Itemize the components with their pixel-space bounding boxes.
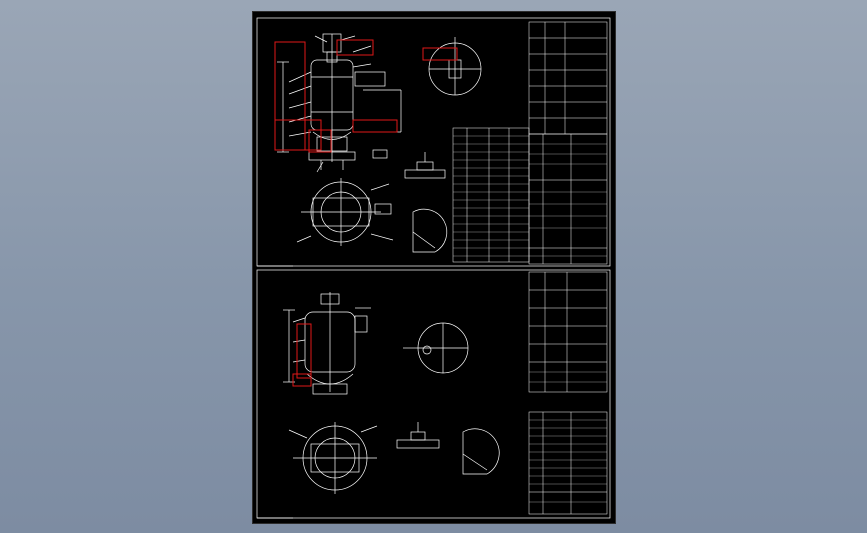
lower-highlight-regions bbox=[292, 323, 312, 387]
upper-detail-flange bbox=[404, 152, 446, 179]
upper-drawing-frame bbox=[256, 17, 611, 267]
upper-bottom-plan-view bbox=[296, 178, 394, 246]
upper-highlight-regions bbox=[274, 39, 398, 153]
lower-vessel-elevation bbox=[283, 292, 371, 395]
upper-plan-highlight bbox=[422, 47, 458, 61]
lower-detail-flange bbox=[396, 422, 440, 449]
upper-detail-section bbox=[412, 208, 448, 253]
upper-nozzle-plan-view bbox=[428, 37, 482, 96]
lower-title-block bbox=[528, 271, 608, 515]
lower-bottom-plan-view bbox=[288, 422, 378, 494]
lower-table-rows bbox=[529, 371, 607, 503]
lower-drawing-frame bbox=[256, 269, 611, 519]
upper-table-rows bbox=[453, 135, 607, 257]
lower-nozzle-plan-view bbox=[403, 322, 469, 374]
upper-title-block bbox=[452, 21, 608, 265]
lower-detail-section bbox=[462, 428, 500, 475]
cad-drawing-canvas bbox=[256, 17, 611, 519]
drawing-sheet[interactable] bbox=[252, 11, 616, 524]
